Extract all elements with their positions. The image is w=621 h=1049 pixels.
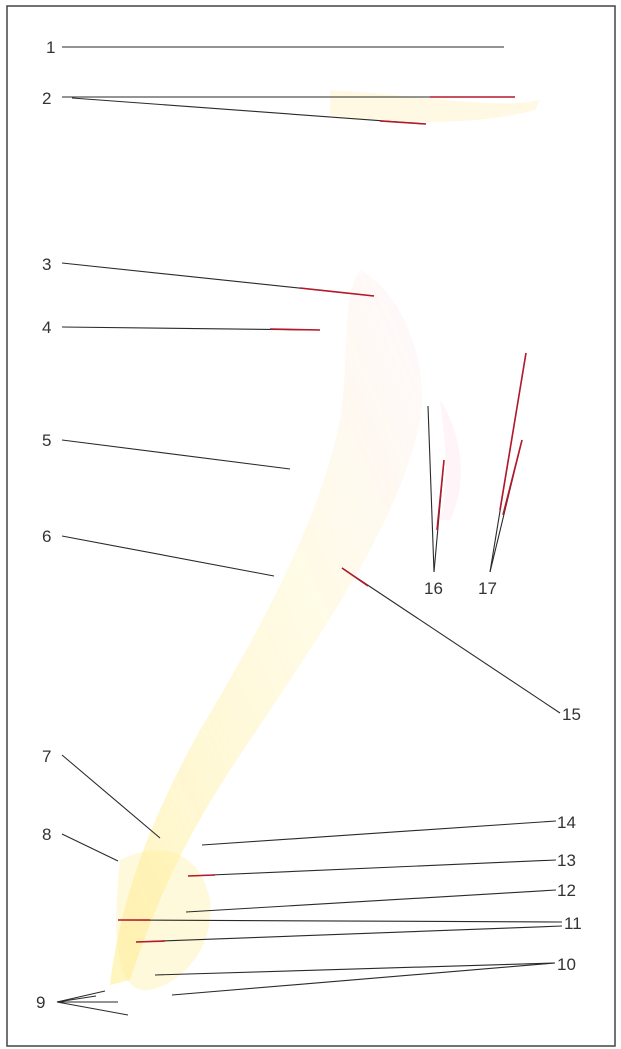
specimen-silhouette [110, 90, 540, 991]
figure-frame [6, 5, 616, 1047]
leader-line-17b-tip [502, 439, 523, 516]
callout-label-12: 12 [557, 881, 576, 900]
leader-line-9c [56, 1001, 129, 1016]
leader-line-3-tip [299, 287, 375, 297]
leader-line-7 [61, 754, 161, 839]
callout-label-8: 8 [42, 825, 51, 844]
leader-line-9a [56, 990, 106, 1003]
leader-line-16b-tip [436, 459, 445, 531]
callout-label-9: 9 [36, 993, 45, 1012]
leader-line-15 [341, 567, 561, 714]
leader-line-10a [154, 962, 556, 976]
callout-label-15: 15 [562, 705, 581, 724]
leader-lines [56, 46, 563, 1016]
callout-label-13: 13 [557, 851, 576, 870]
leader-line-9d [56, 995, 97, 1003]
callout-label-6: 6 [42, 527, 51, 546]
callout-label-17: 17 [478, 579, 497, 598]
callout-label-2: 2 [42, 89, 51, 108]
callout-label-7: 7 [42, 747, 51, 766]
leader-line-11a [117, 919, 563, 923]
callout-label-5: 5 [42, 431, 51, 450]
leader-line-8 [61, 833, 119, 862]
leader-line-11b [135, 925, 563, 943]
leader-line-6 [61, 535, 275, 577]
callout-label-16: 16 [424, 579, 443, 598]
leader-line-13 [187, 859, 557, 877]
leader-line-2b-tip [379, 120, 427, 125]
leader-line-13-tip [187, 874, 216, 877]
leader-line-17a-tip [499, 352, 527, 511]
callout-label-11: 11 [564, 914, 582, 933]
leader-line-11b-tip [135, 940, 166, 943]
callout-label-3: 3 [42, 255, 51, 274]
leader-line-4-tip [269, 328, 321, 331]
leader-line-10b [171, 962, 556, 996]
callout-label-10: 10 [557, 955, 576, 974]
leader-line-12 [185, 889, 557, 913]
callout-label-14: 14 [557, 813, 576, 832]
leader-line-14 [201, 820, 557, 846]
callout-labels: 1 2 3 4 5 6 7 8 9 10 11 12 13 14 15 16 1… [36, 38, 582, 1012]
leader-line-2b [71, 97, 427, 125]
callout-label-1: 1 [46, 38, 55, 57]
callout-label-4: 4 [42, 318, 51, 337]
leader-line-16a [427, 405, 435, 573]
leader-line-15-tip [341, 567, 369, 587]
leader-line-5 [61, 439, 291, 470]
